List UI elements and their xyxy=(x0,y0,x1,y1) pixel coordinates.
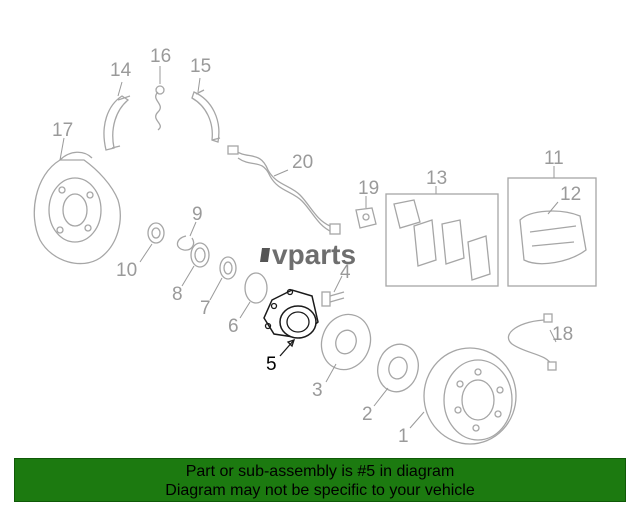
part-4-bolt[interactable] xyxy=(321,291,345,307)
part-10-seal[interactable] xyxy=(147,222,165,244)
callout-4: 4 xyxy=(340,262,351,283)
callout-10: 10 xyxy=(116,260,137,281)
part-15-brake-shoe[interactable] xyxy=(191,89,221,143)
callout-3: 3 xyxy=(312,380,323,401)
part-20-cable[interactable] xyxy=(227,145,341,235)
callout-12: 12 xyxy=(560,184,581,205)
part-3-plate[interactable] xyxy=(314,307,378,376)
callouts: 14 16 15 17 20 13 11 12 19 9 10 8 7 6 4 … xyxy=(52,46,581,447)
callout-8: 8 xyxy=(172,284,183,305)
part-8-bearing[interactable] xyxy=(190,242,210,268)
leader-lines xyxy=(59,66,559,429)
callout-16: 16 xyxy=(150,46,171,67)
part-1-rotor[interactable] xyxy=(423,347,517,445)
callout-6: 6 xyxy=(228,316,239,337)
callout-14: 14 xyxy=(110,60,132,81)
part-2-gasket[interactable] xyxy=(372,340,423,397)
part-5-hub-highlighted[interactable] xyxy=(263,288,319,339)
banner-line-2: Diagram may not be specific to your vehi… xyxy=(165,482,475,499)
part-9-snap-ring[interactable] xyxy=(176,235,195,251)
callout-2: 2 xyxy=(362,404,373,425)
callout-20: 20 xyxy=(292,152,313,173)
callout-9: 9 xyxy=(192,204,203,225)
callout-19: 19 xyxy=(358,178,379,199)
part-16-spring[interactable] xyxy=(155,85,165,131)
part-17-backing-plate[interactable] xyxy=(33,151,121,265)
watermark-text: vparts xyxy=(272,239,356,270)
part-11-caliper-box[interactable] xyxy=(507,177,597,287)
callout-15: 15 xyxy=(190,56,211,77)
banner-line-1: Part or sub-assembly is #5 in diagram xyxy=(185,463,455,480)
callout-11: 11 xyxy=(544,148,564,169)
part-14-brake-shoe[interactable] xyxy=(103,95,131,151)
watermark-logo: vparts xyxy=(260,239,356,270)
callout-5: 5 xyxy=(266,354,277,375)
part-6-o-ring[interactable] xyxy=(244,272,268,304)
info-banner: Part or sub-assembly is #5 in diagram Di… xyxy=(14,458,626,502)
callout-18: 18 xyxy=(552,324,573,345)
part-18-hose[interactable] xyxy=(507,313,557,371)
part-13-brake-pads[interactable] xyxy=(385,193,499,287)
callout-1: 1 xyxy=(398,426,409,447)
parts-diagram: vparts 14 16 15 17 20 13 11 12 19 9 xyxy=(33,46,597,447)
part-19-bracket[interactable] xyxy=(355,207,377,229)
part-7-seal[interactable] xyxy=(219,256,237,280)
callout-17: 17 xyxy=(52,120,73,141)
callout-7: 7 xyxy=(200,298,211,319)
callout-13: 13 xyxy=(426,168,447,189)
